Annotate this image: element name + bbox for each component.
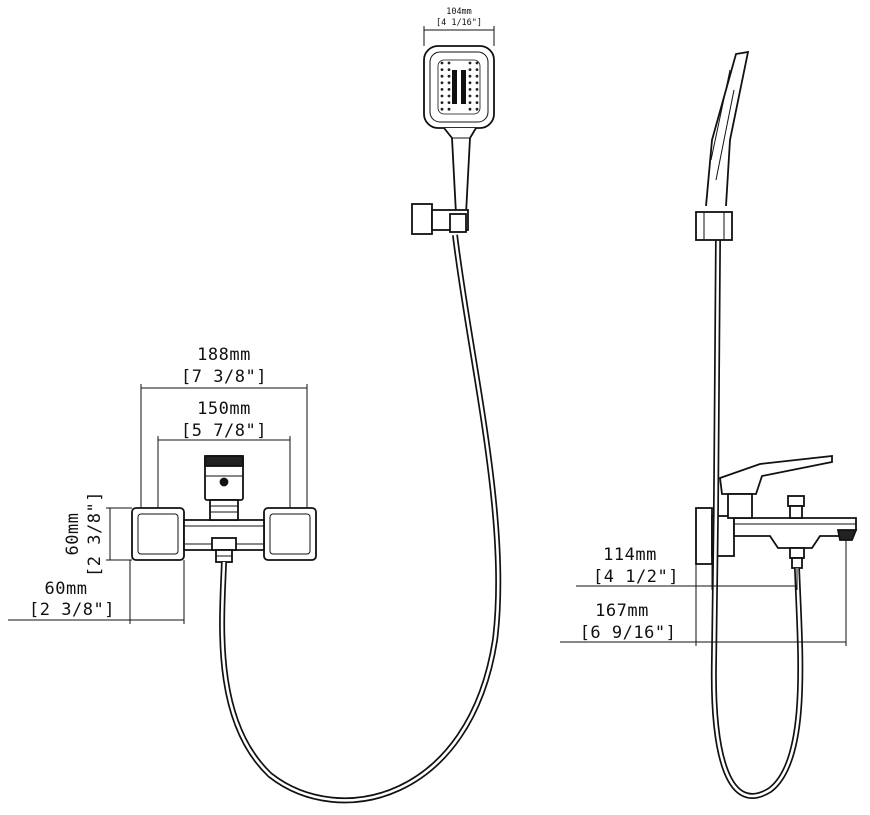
nozzle-dot <box>475 74 479 78</box>
nozzle-dot <box>475 101 479 104</box>
plate-height-metric: 60mm <box>63 513 83 556</box>
wall-to-outlet-metric: 114mm <box>603 545 657 565</box>
wall-to-outlet-imperial: [4 1/2"] <box>593 567 679 587</box>
side-mixer <box>695 454 858 569</box>
nozzle-dot <box>440 107 444 111</box>
nozzle-dot <box>447 101 451 104</box>
head-width-metric: 104mm <box>446 7 472 17</box>
nozzle-dot <box>475 81 479 85</box>
plate-offset-imperial: [2 3/8"] <box>29 600 115 620</box>
dimension-lines <box>8 26 847 646</box>
nozzle-dot <box>468 94 472 98</box>
side-hose-inner <box>712 239 802 798</box>
nozzle-dot <box>468 61 472 65</box>
inner-width-metric: 150mm <box>197 399 251 419</box>
nozzle-dot <box>447 107 451 111</box>
inner-width-imperial: [5 7/8"] <box>181 421 267 441</box>
nozzle-dot <box>447 88 451 91</box>
nozzle-dot <box>440 74 444 78</box>
nozzle-dot <box>447 81 451 85</box>
nozzle-dot <box>475 107 479 111</box>
nozzle-dot <box>468 68 472 71</box>
nozzle-dot <box>440 68 444 71</box>
nozzle-dot <box>475 88 479 91</box>
nozzle-dot <box>440 88 444 91</box>
plate-offset-metric: 60mm <box>45 579 88 599</box>
nozzle-dot <box>440 81 444 85</box>
overall-width-metric: 188mm <box>197 345 251 365</box>
plate-height-imperial: [2 3/8"] <box>85 491 105 577</box>
head-width-imperial: [4 1/16"] <box>436 18 482 28</box>
nozzle-dot <box>468 81 472 85</box>
shower-nozzles <box>440 61 479 111</box>
wall-to-spout-imperial: [6 9/16"] <box>580 623 677 643</box>
nozzle-dot <box>447 94 451 98</box>
nozzle-dot <box>475 94 479 98</box>
side-hand-shower <box>695 50 750 241</box>
wall-to-spout-metric: 167mm <box>595 601 649 621</box>
nozzle-dot <box>447 74 451 78</box>
nozzle-dot <box>468 74 472 78</box>
nozzle-dot <box>447 68 451 71</box>
nozzle-dot <box>440 94 444 98</box>
nozzle-dot <box>468 101 472 104</box>
nozzle-dot <box>468 88 472 91</box>
nozzle-dot <box>475 68 479 71</box>
nozzle-dot <box>447 61 451 65</box>
nozzle-dot <box>440 101 444 104</box>
overall-width-imperial: [7 3/8"] <box>181 367 267 387</box>
front-hand-shower <box>411 45 495 235</box>
nozzle-dot <box>440 61 444 65</box>
nozzle-dot <box>468 107 472 111</box>
nozzle-dot <box>475 61 479 65</box>
front-mixer <box>131 455 317 563</box>
front-hose-inner <box>220 234 500 802</box>
